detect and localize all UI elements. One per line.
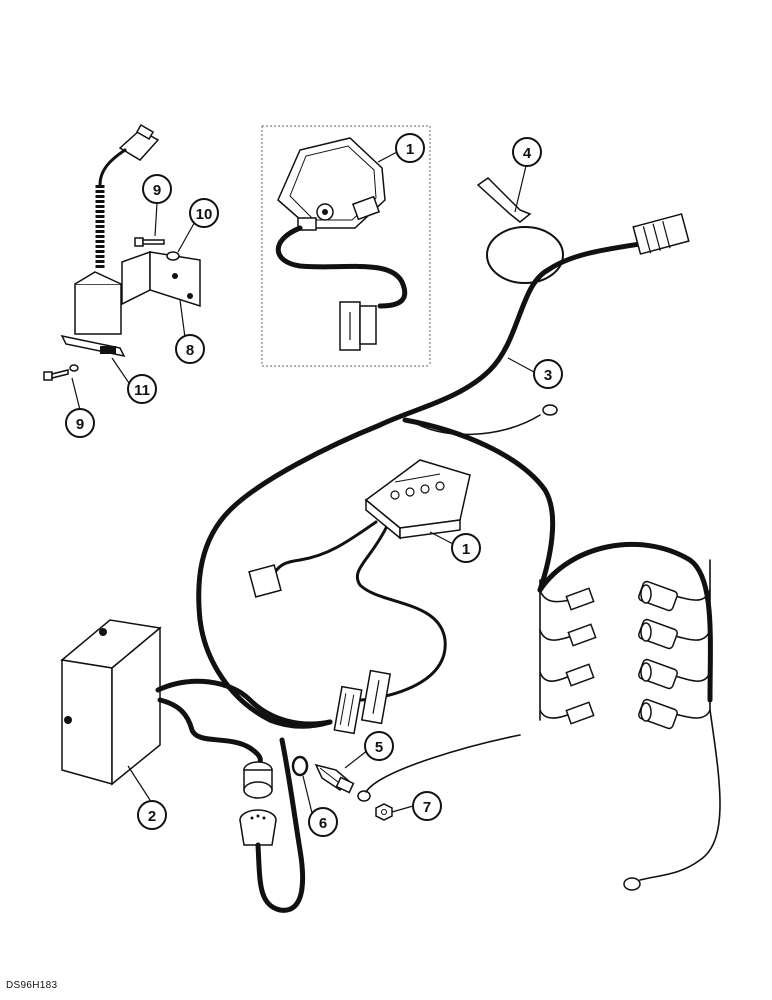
- callout-1-panel: 1: [395, 133, 425, 163]
- nut-icon: [375, 803, 393, 821]
- inset-frame: [261, 125, 431, 367]
- harness-end-connector-icon: [632, 213, 690, 255]
- callout-10: 10: [189, 198, 219, 228]
- svg-text:1: 1: [406, 141, 414, 158]
- washer-icon: [166, 251, 180, 261]
- callout-9-bottom: 9: [65, 408, 95, 438]
- ring-terminal-icon-bottom: [623, 877, 641, 891]
- svg-text:9: 9: [76, 416, 84, 433]
- switch-panel-icon: [364, 459, 471, 540]
- svg-text:4: 4: [523, 145, 532, 162]
- document-code: DS96H183: [6, 980, 58, 991]
- small-connector-icon-2: [567, 623, 597, 647]
- callout-5: 5: [364, 731, 394, 761]
- small-connector-icon-1: [565, 587, 595, 611]
- callout-3: 3: [533, 359, 563, 389]
- round-connector-lower-icon: [239, 809, 277, 846]
- callout-7: 7: [412, 791, 442, 821]
- ring-terminal-icon-mid: [357, 790, 371, 802]
- small-connector-icon-4: [565, 701, 595, 725]
- svg-text:9: 9: [153, 182, 161, 199]
- small-connector-icon-3: [565, 663, 595, 687]
- svg-text:2: 2: [148, 808, 156, 825]
- svg-text:7: 7: [423, 799, 431, 816]
- large-connector-icon-3: [638, 658, 678, 690]
- o-ring-icon: [291, 755, 309, 777]
- round-connector-upper-icon: [243, 761, 273, 799]
- svg-text:5: 5: [375, 739, 383, 756]
- bolt-icon-top: [134, 237, 165, 247]
- tie-strap-icon: [476, 177, 564, 284]
- display-unit-icon: [277, 137, 386, 231]
- controller-module-icon: [60, 619, 162, 786]
- callout-9-top: 9: [142, 174, 172, 204]
- svg-text:1: 1: [462, 541, 470, 558]
- mid-connector-right-icon: [360, 669, 392, 725]
- sensor-plug-icon: [118, 124, 160, 161]
- sensor-switch-icon: [314, 763, 355, 794]
- svg-text:8: 8: [186, 342, 194, 359]
- display-connector-icon: [339, 301, 377, 351]
- sensor-body-icon: [60, 271, 126, 358]
- callout-8: 8: [175, 334, 205, 364]
- switch-connector-icon: [248, 564, 282, 598]
- ring-terminal-icon-top: [542, 404, 558, 416]
- large-connector-icon-1: [638, 580, 678, 612]
- large-connector-icon-4: [638, 698, 678, 730]
- svg-text:3: 3: [544, 367, 552, 384]
- svg-text:6: 6: [319, 815, 327, 832]
- bracket-icon: [121, 250, 201, 308]
- bolt-icon-bottom: [43, 364, 79, 381]
- svg-text:10: 10: [196, 206, 213, 223]
- svg-text:11: 11: [134, 382, 150, 399]
- callout-11: 11: [127, 374, 157, 404]
- callout-2: 2: [137, 800, 167, 830]
- callout-4: 4: [512, 137, 542, 167]
- callout-1-switch: 1: [451, 533, 481, 563]
- callout-6: 6: [308, 807, 338, 837]
- large-connector-icon-2: [638, 618, 678, 650]
- mid-connector-left-icon: [333, 685, 363, 735]
